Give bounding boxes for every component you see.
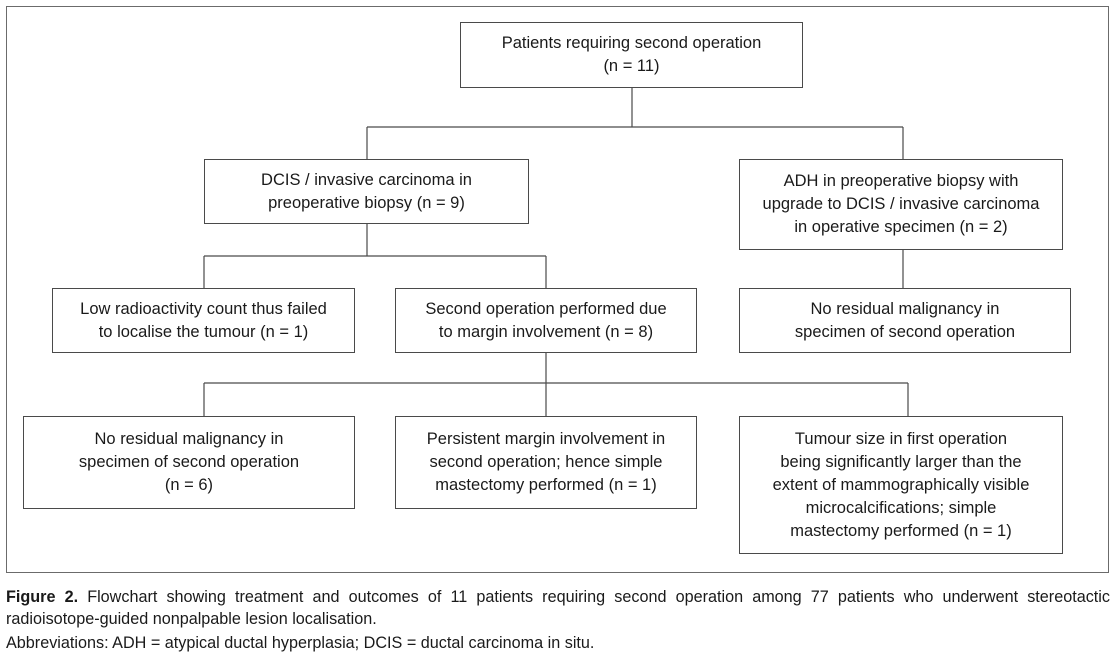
node-adh-no-residual: No residual malignancy in specimen of se… (739, 288, 1071, 353)
node-no-residual-line: specimen of second operation (78, 453, 300, 471)
node-tumour-size-line: being significantly larger than the (780, 452, 1022, 471)
node-persistent-line: Persistent margin involvement in (426, 430, 666, 448)
node-dcis-line: preoperative biopsy (n = 9) (268, 193, 465, 212)
node-persistent-line: second operation; hence simple (429, 453, 663, 471)
node-adh: ADH in preoperative biopsy with upgrade … (739, 159, 1063, 250)
node-tumour-size-line: extent of mammographically visible (772, 475, 1030, 494)
node-tumour-size-line: mastectomy performed (n = 1) (790, 521, 1012, 540)
node-second-op-line: to margin involvement (n = 8) (438, 322, 654, 341)
node-dcis-line: DCIS / invasive carcinoma in (261, 170, 472, 189)
figure-frame (6, 6, 1109, 573)
node-root-line: (n = 11) (603, 57, 660, 75)
node-tumour-size: Tumour size in first operation being sig… (739, 416, 1063, 554)
node-low-count: Low radioactivity count thus failed to l… (52, 288, 355, 353)
node-second-op-line: Second operation performed due (425, 299, 667, 318)
node-dcis: DCIS / invasive carcinoma in preoperativ… (204, 159, 529, 224)
node-root: Patients requiring second operation (n =… (460, 22, 803, 88)
node-adh-line: upgrade to DCIS / invasive carcinoma (762, 195, 1040, 213)
node-low-count-line: to localise the tumour (n = 1) (98, 322, 309, 341)
node-persistent-line: mastectomy performed (n = 1) (435, 476, 657, 494)
abbreviations-note: Abbreviations: ADH = atypical ductal hyp… (6, 634, 595, 652)
node-low-count-line: Low radioactivity count thus failed (80, 299, 327, 318)
node-tumour-size-line: microcalcifications; simple (805, 498, 997, 517)
node-no-residual-line: No residual malignancy in (94, 430, 284, 448)
node-persistent: Persistent margin involvement in second … (395, 416, 697, 509)
node-no-residual: No residual malignancy in specimen of se… (23, 416, 355, 509)
node-second-op: Second operation performed due to margin… (395, 288, 697, 353)
figure-caption: Figure 2. Flowchart showing treatment an… (6, 586, 1110, 630)
node-adh-line: in operative specimen (n = 2) (794, 218, 1008, 236)
node-tumour-size-line: Tumour size in first operation (794, 429, 1008, 448)
node-adh-line: ADH in preoperative biopsy with (783, 172, 1019, 190)
node-adh-no-residual-line: specimen of second operation (794, 322, 1016, 341)
node-adh-no-residual-line: No residual malignancy in (810, 299, 1000, 318)
figure-label: Figure 2. (6, 588, 79, 606)
figure-caption-text: Flowchart showing treatment and outcomes… (6, 588, 1110, 628)
node-no-residual-line: (n = 6) (164, 476, 214, 494)
node-root-line: Patients requiring second operation (501, 34, 762, 52)
